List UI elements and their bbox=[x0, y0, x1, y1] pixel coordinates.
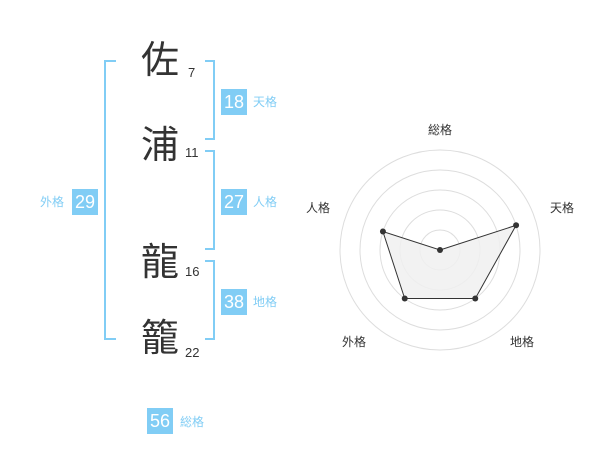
jinkaku-bracket bbox=[205, 150, 215, 250]
gaikaku-label: 外格 bbox=[40, 195, 65, 209]
stroke-count-2: 11 bbox=[185, 145, 199, 160]
radar-axis-label-tenkaku: 天格 bbox=[550, 201, 575, 215]
gaikaku-bracket bbox=[104, 60, 116, 340]
radar-point-0 bbox=[437, 247, 443, 253]
radar-point-2 bbox=[472, 295, 479, 302]
radar-points bbox=[379, 222, 520, 302]
name-char-1: 佐 bbox=[140, 38, 179, 82]
radar-point-4 bbox=[379, 228, 386, 235]
radar-point-3 bbox=[401, 295, 408, 302]
radar-grid-ring bbox=[359, 169, 521, 331]
radar-polygon bbox=[382, 224, 518, 299]
tenkaku-label: 天格 bbox=[253, 95, 278, 109]
radar-point-1 bbox=[513, 222, 520, 229]
gaikaku-value-badge: 29 bbox=[72, 189, 98, 215]
tenkaku-value-badge: 18 bbox=[221, 89, 247, 115]
jinkaku-label: 人格 bbox=[253, 195, 278, 209]
chikaku-bracket bbox=[205, 260, 215, 340]
name-char-3: 龍 bbox=[140, 240, 179, 284]
soukaku-value-badge: 56 bbox=[147, 408, 173, 434]
stroke-count-1: 7 bbox=[188, 65, 196, 80]
stroke-count-4: 22 bbox=[185, 345, 200, 360]
soukaku-label: 総格 bbox=[180, 415, 205, 429]
radar-shape bbox=[382, 224, 518, 299]
radar-axis-label-chikaku: 地格 bbox=[510, 335, 535, 349]
stroke-count-3: 16 bbox=[185, 264, 200, 279]
radar-axis-label-gaikaku: 外格 bbox=[342, 335, 367, 349]
name-char-2: 浦 bbox=[140, 123, 179, 167]
jinkaku-value-badge: 27 bbox=[221, 189, 247, 215]
name-char-4: 籠 bbox=[140, 316, 179, 360]
radar-axis-label-soukaku: 総格 bbox=[428, 123, 453, 137]
chikaku-value-badge: 38 bbox=[221, 289, 247, 315]
radar-axis-label-jinkaku: 人格 bbox=[306, 201, 331, 215]
chikaku-label: 地格 bbox=[253, 295, 278, 309]
radar-grid-ring bbox=[339, 149, 541, 351]
tenkaku-bracket bbox=[205, 60, 215, 140]
